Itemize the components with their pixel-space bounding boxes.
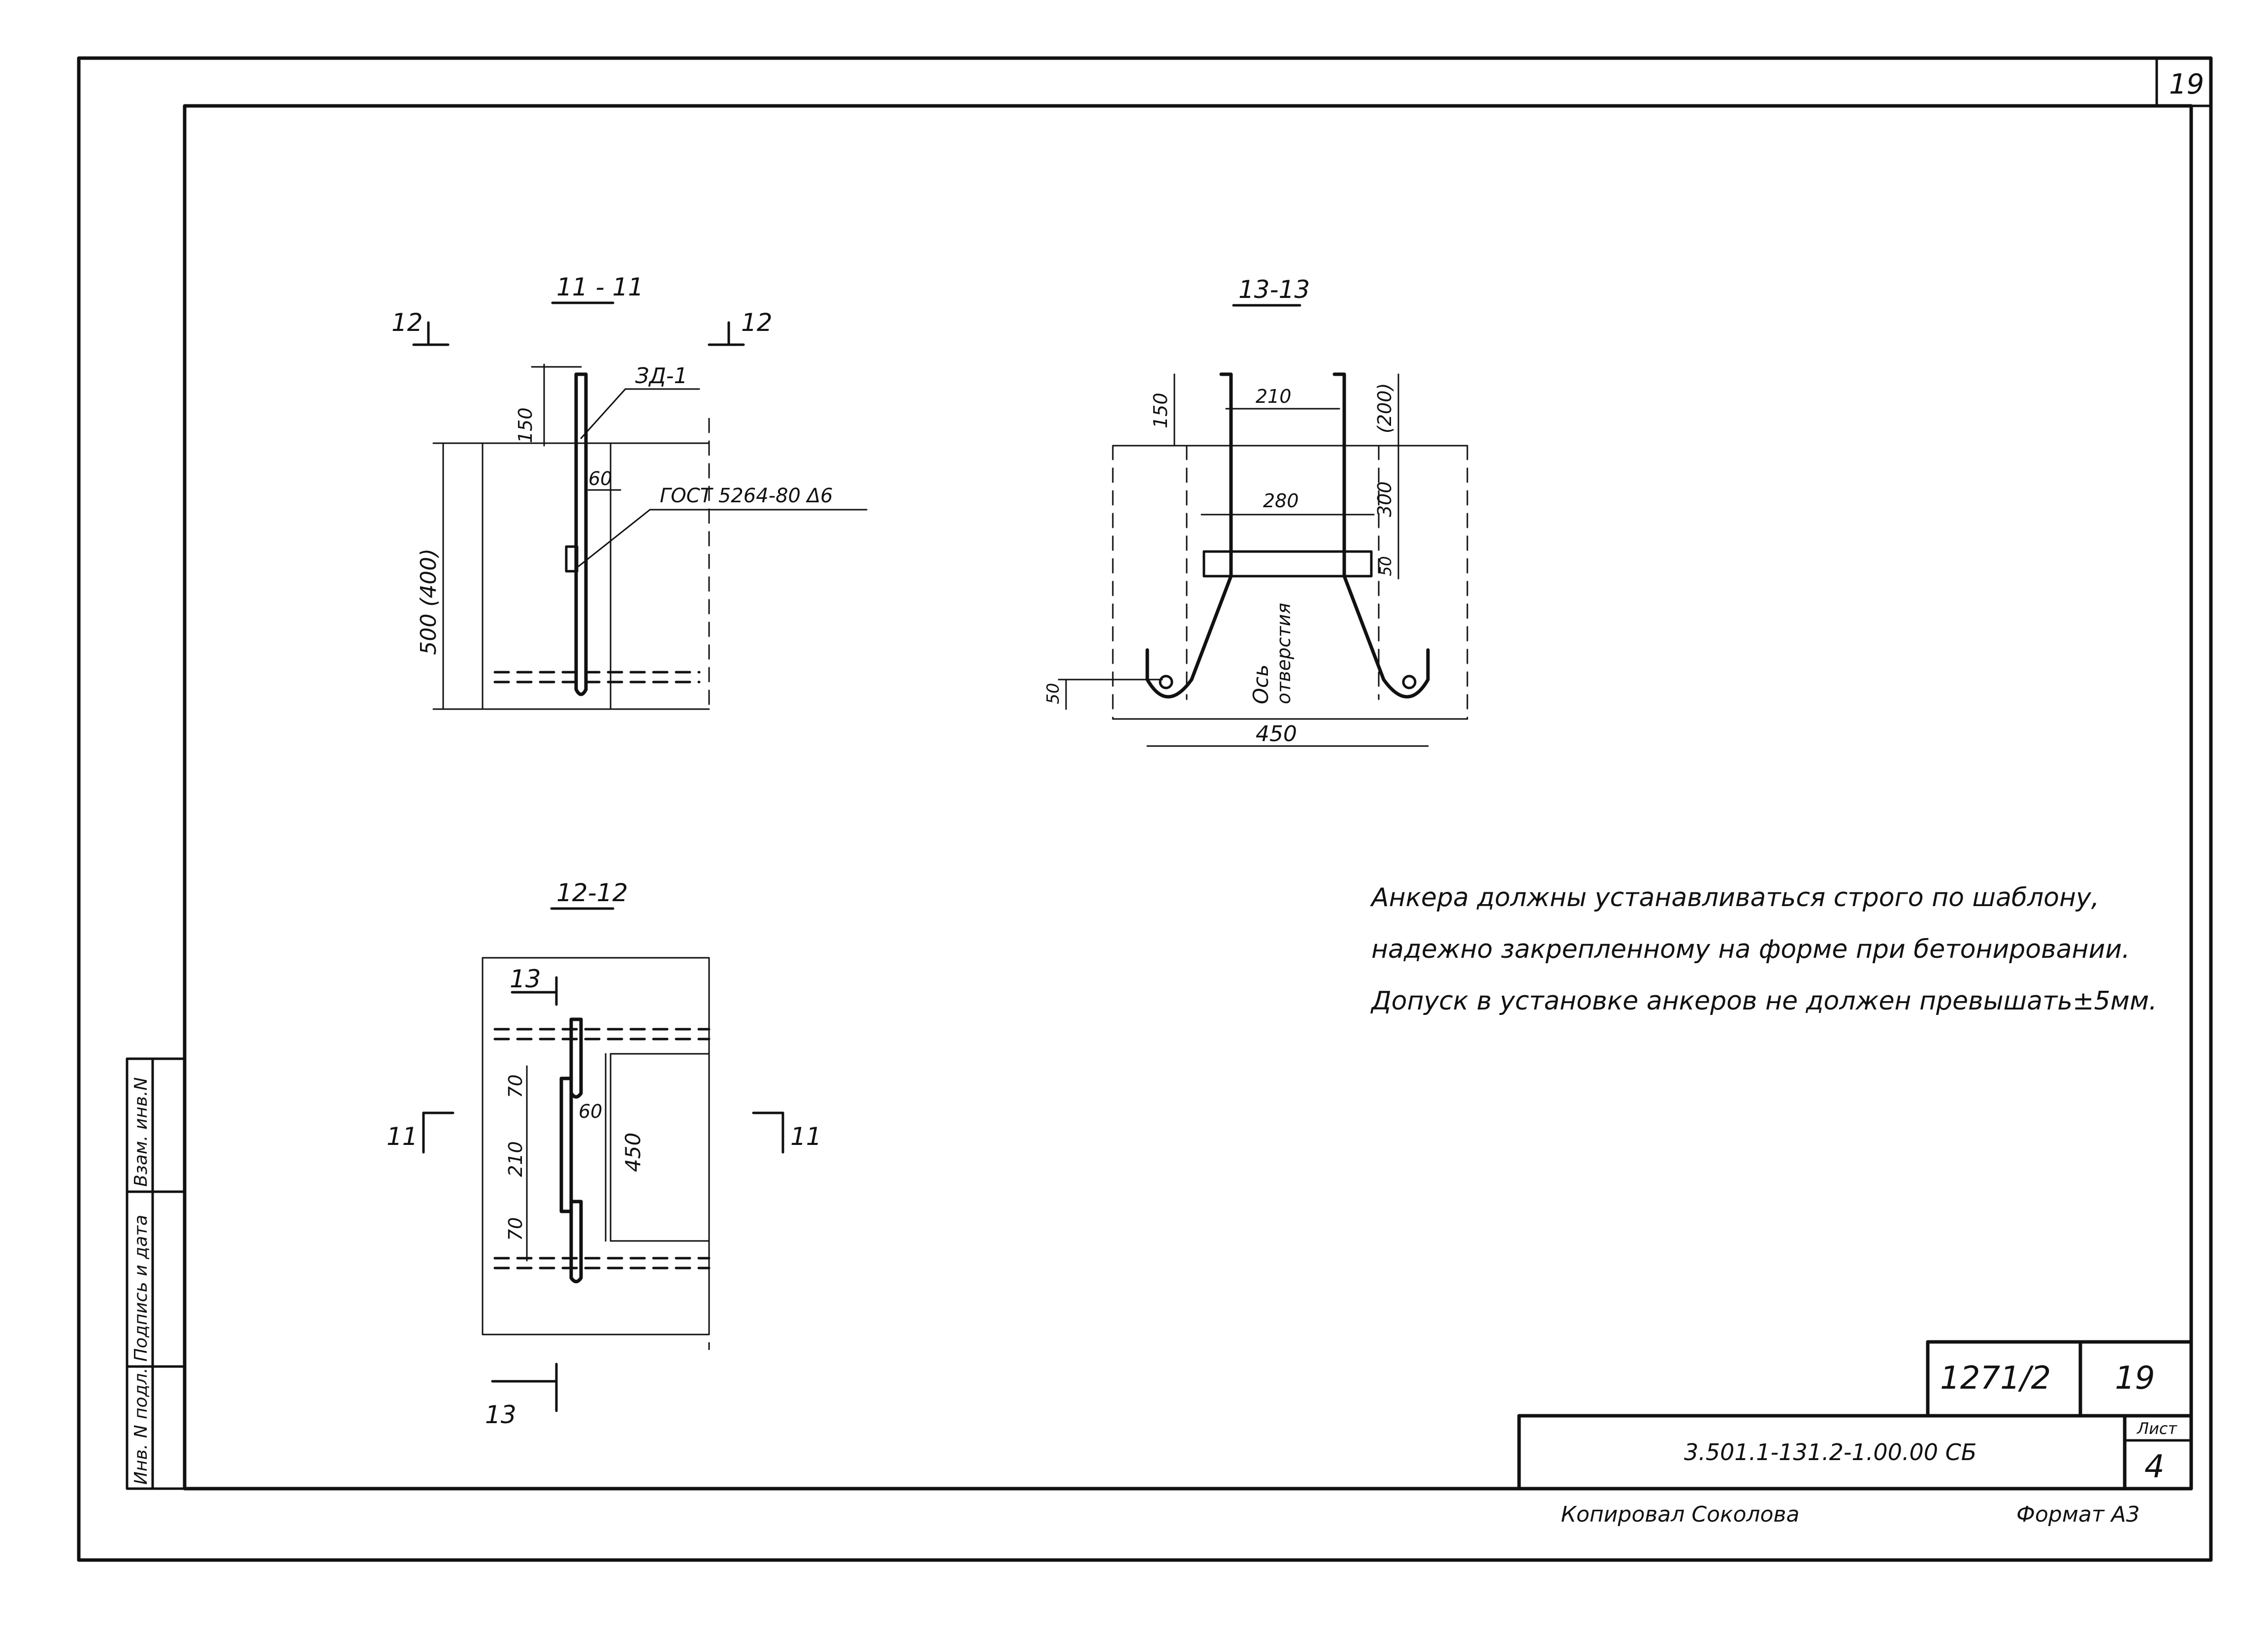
section-13-dim-top: 150 — [1150, 392, 1171, 428]
section-13-dim-right-top: (200) — [1374, 383, 1395, 433]
section-13-dim-bottom: 450 — [1256, 721, 1297, 747]
cut-mark-11-left-label: 11 — [387, 1122, 418, 1151]
section-13-dim-width: 280 — [1263, 490, 1299, 512]
section-13-axis-label-1: Ось — [1249, 664, 1273, 704]
sheet-index: 4 — [2144, 1449, 2165, 1485]
note-line-2: надежно закрепленному на форме при бетон… — [1371, 935, 2130, 964]
cut-mark-12-left-label: 12 — [391, 308, 423, 337]
corner-page-number: 19 — [2169, 68, 2204, 100]
section-13-13: 13-13 210 280 150 (200) 300 50 50 450 Ос… — [1043, 275, 1468, 747]
section-12-dim-a: 70 — [505, 1074, 526, 1098]
section-12-dim-c: 70 — [505, 1217, 526, 1241]
copied-by: Копировал Соколова — [1561, 1502, 1799, 1527]
outer-border — [77, 56, 2213, 1562]
section-13-dim-right: 300 — [1374, 481, 1395, 517]
side-stamp-frame — [126, 1057, 186, 1490]
section-13-title: 13-13 — [1238, 275, 1310, 304]
designation: 3.501.1-131.2-1.00.00 СБ — [1684, 1439, 1976, 1465]
cut-mark-11-right-label: 11 — [790, 1122, 822, 1151]
section-12-rod-lower — [569, 1200, 583, 1283]
section-12-dim-b: 210 — [505, 1141, 526, 1177]
paper-format: Формат А3 — [2016, 1502, 2140, 1527]
section-11-dim-weld: 60 — [588, 468, 612, 489]
side-stamp-inv-no: Инв. N подл. — [131, 1368, 151, 1485]
part-label-leader — [580, 388, 626, 439]
note-line-1: Анкера должны устанавливаться строго по … — [1370, 883, 2099, 912]
section-12-dim-weld: 60 — [579, 1101, 602, 1122]
section-12-title: 12-12 — [556, 879, 628, 907]
section-13-rod-right — [1332, 372, 1430, 699]
section-13-crossbar — [1202, 550, 1373, 578]
part-label: ЗД-1 — [635, 363, 687, 389]
section-13-dim-hook: 50 — [1043, 683, 1063, 704]
sheet-frame: 19 — [77, 56, 2213, 1562]
section-13-hole-left — [1159, 675, 1173, 689]
weld-note: ГОСТ 5264-80 Δ6 — [660, 485, 833, 507]
notes: Анкера должны устанавливаться строго по … — [1370, 883, 2157, 1016]
section-11-weld-plate — [565, 545, 579, 573]
inner-border — [183, 104, 2193, 1491]
side-stamp: Взам. инв.N Подпись и дата Инв. N подл. — [126, 1057, 186, 1490]
weld-note-leader — [578, 509, 651, 567]
section-13-dim-inner: 210 — [1256, 386, 1292, 407]
section-11-title: 11 - 11 — [556, 273, 644, 301]
section-11-dim-top: 150 — [515, 407, 536, 443]
section-11-dim-height: 500 (400) — [416, 549, 441, 655]
title-block: 1271/2 19 3.501.1-131.2-1.00.00 СБ Лист … — [1517, 1340, 2193, 1527]
section-13-hole-right — [1402, 675, 1417, 689]
side-stamp-replace-inv: Взам. инв.N — [131, 1077, 151, 1187]
section-11-11: 11 - 11 12 12 150 500 (400) 60 ЗД-1 Г — [391, 273, 868, 710]
section-13-axis-label-2: отверстия — [1273, 603, 1295, 704]
section-12-dim-height: 450 — [621, 1133, 645, 1172]
section-13-rod-left — [1145, 372, 1233, 699]
section-12-rod-mid — [559, 1076, 573, 1213]
cut-mark-13-bottom-label: 13 — [485, 1400, 517, 1429]
cut-mark-13-top-label: 13 — [510, 965, 541, 993]
sheet-number: 19 — [2115, 1360, 2155, 1397]
sheet-label: Лист — [2137, 1419, 2177, 1438]
note-line-3: Допуск в установке анкеров не должен пре… — [1370, 986, 2157, 1016]
project-code: 1271/2 — [1940, 1360, 2051, 1397]
section-13-dim-small: 50 — [1376, 556, 1395, 576]
section-11-anchor-rod — [574, 372, 588, 696]
cut-mark-12-right-label: 12 — [741, 308, 773, 337]
side-stamp-sign-date: Подпись и дата — [131, 1215, 151, 1362]
section-12-12: 12-12 13 13 11 11 70 210 70 60 — [387, 879, 822, 1429]
